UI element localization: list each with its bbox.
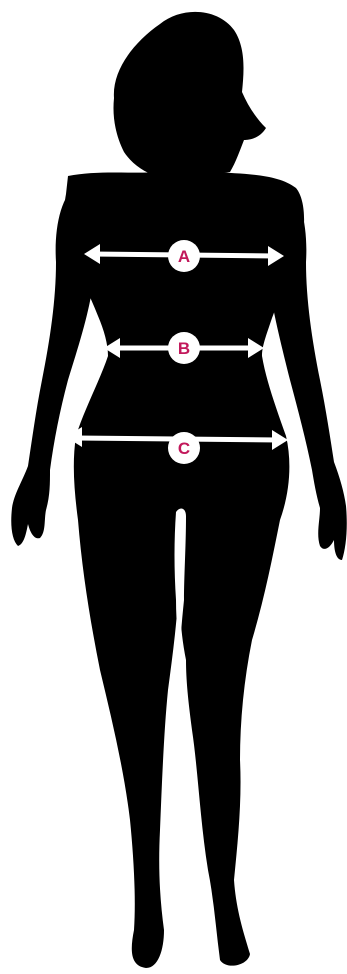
marker-label: A <box>178 247 190 266</box>
marker-label: B <box>178 339 190 358</box>
marker-label: C <box>178 439 190 458</box>
female-body-silhouette-icon <box>11 12 347 968</box>
